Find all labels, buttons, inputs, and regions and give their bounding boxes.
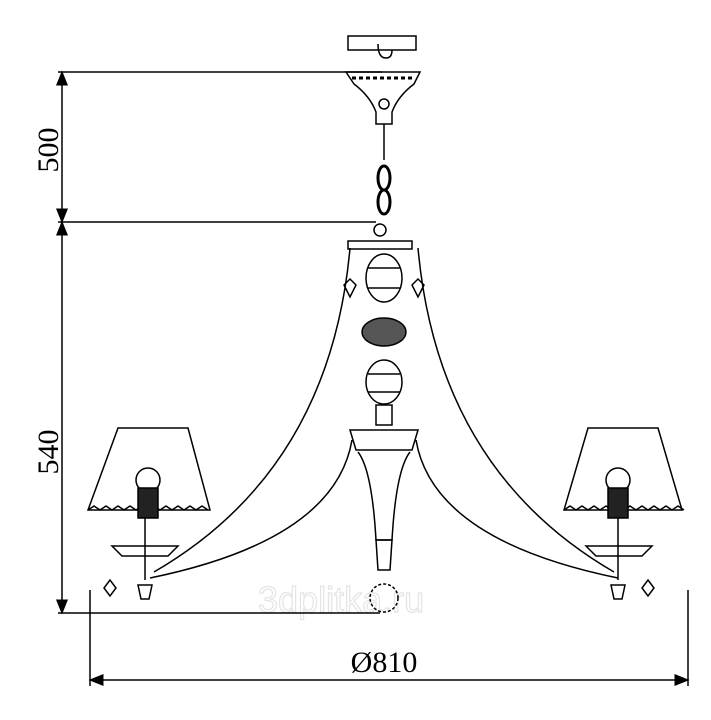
lamp-left: [86, 427, 211, 600]
arm-left-outer: [153, 247, 351, 573]
central-column: [347, 240, 420, 613]
arm-left-inner: [149, 439, 353, 579]
mounting-bracket: [347, 35, 417, 51]
chain: [373, 124, 392, 237]
shade-right: [562, 427, 684, 511]
hook-icon: [377, 43, 393, 59]
lamp-right: [562, 427, 685, 600]
body-height-label: 540: [32, 430, 65, 475]
arm-right-outer: [417, 247, 615, 573]
mount-height-label: 500: [32, 128, 65, 173]
shade-left: [86, 427, 211, 511]
diameter-label: Ø810: [351, 646, 418, 679]
chandelier: [86, 35, 685, 613]
arm-right-inner: [415, 439, 619, 579]
dimension-lines: [56, 70, 690, 686]
watermark: 3dplitka.ru: [258, 579, 424, 620]
ceiling-cup: [344, 71, 422, 125]
